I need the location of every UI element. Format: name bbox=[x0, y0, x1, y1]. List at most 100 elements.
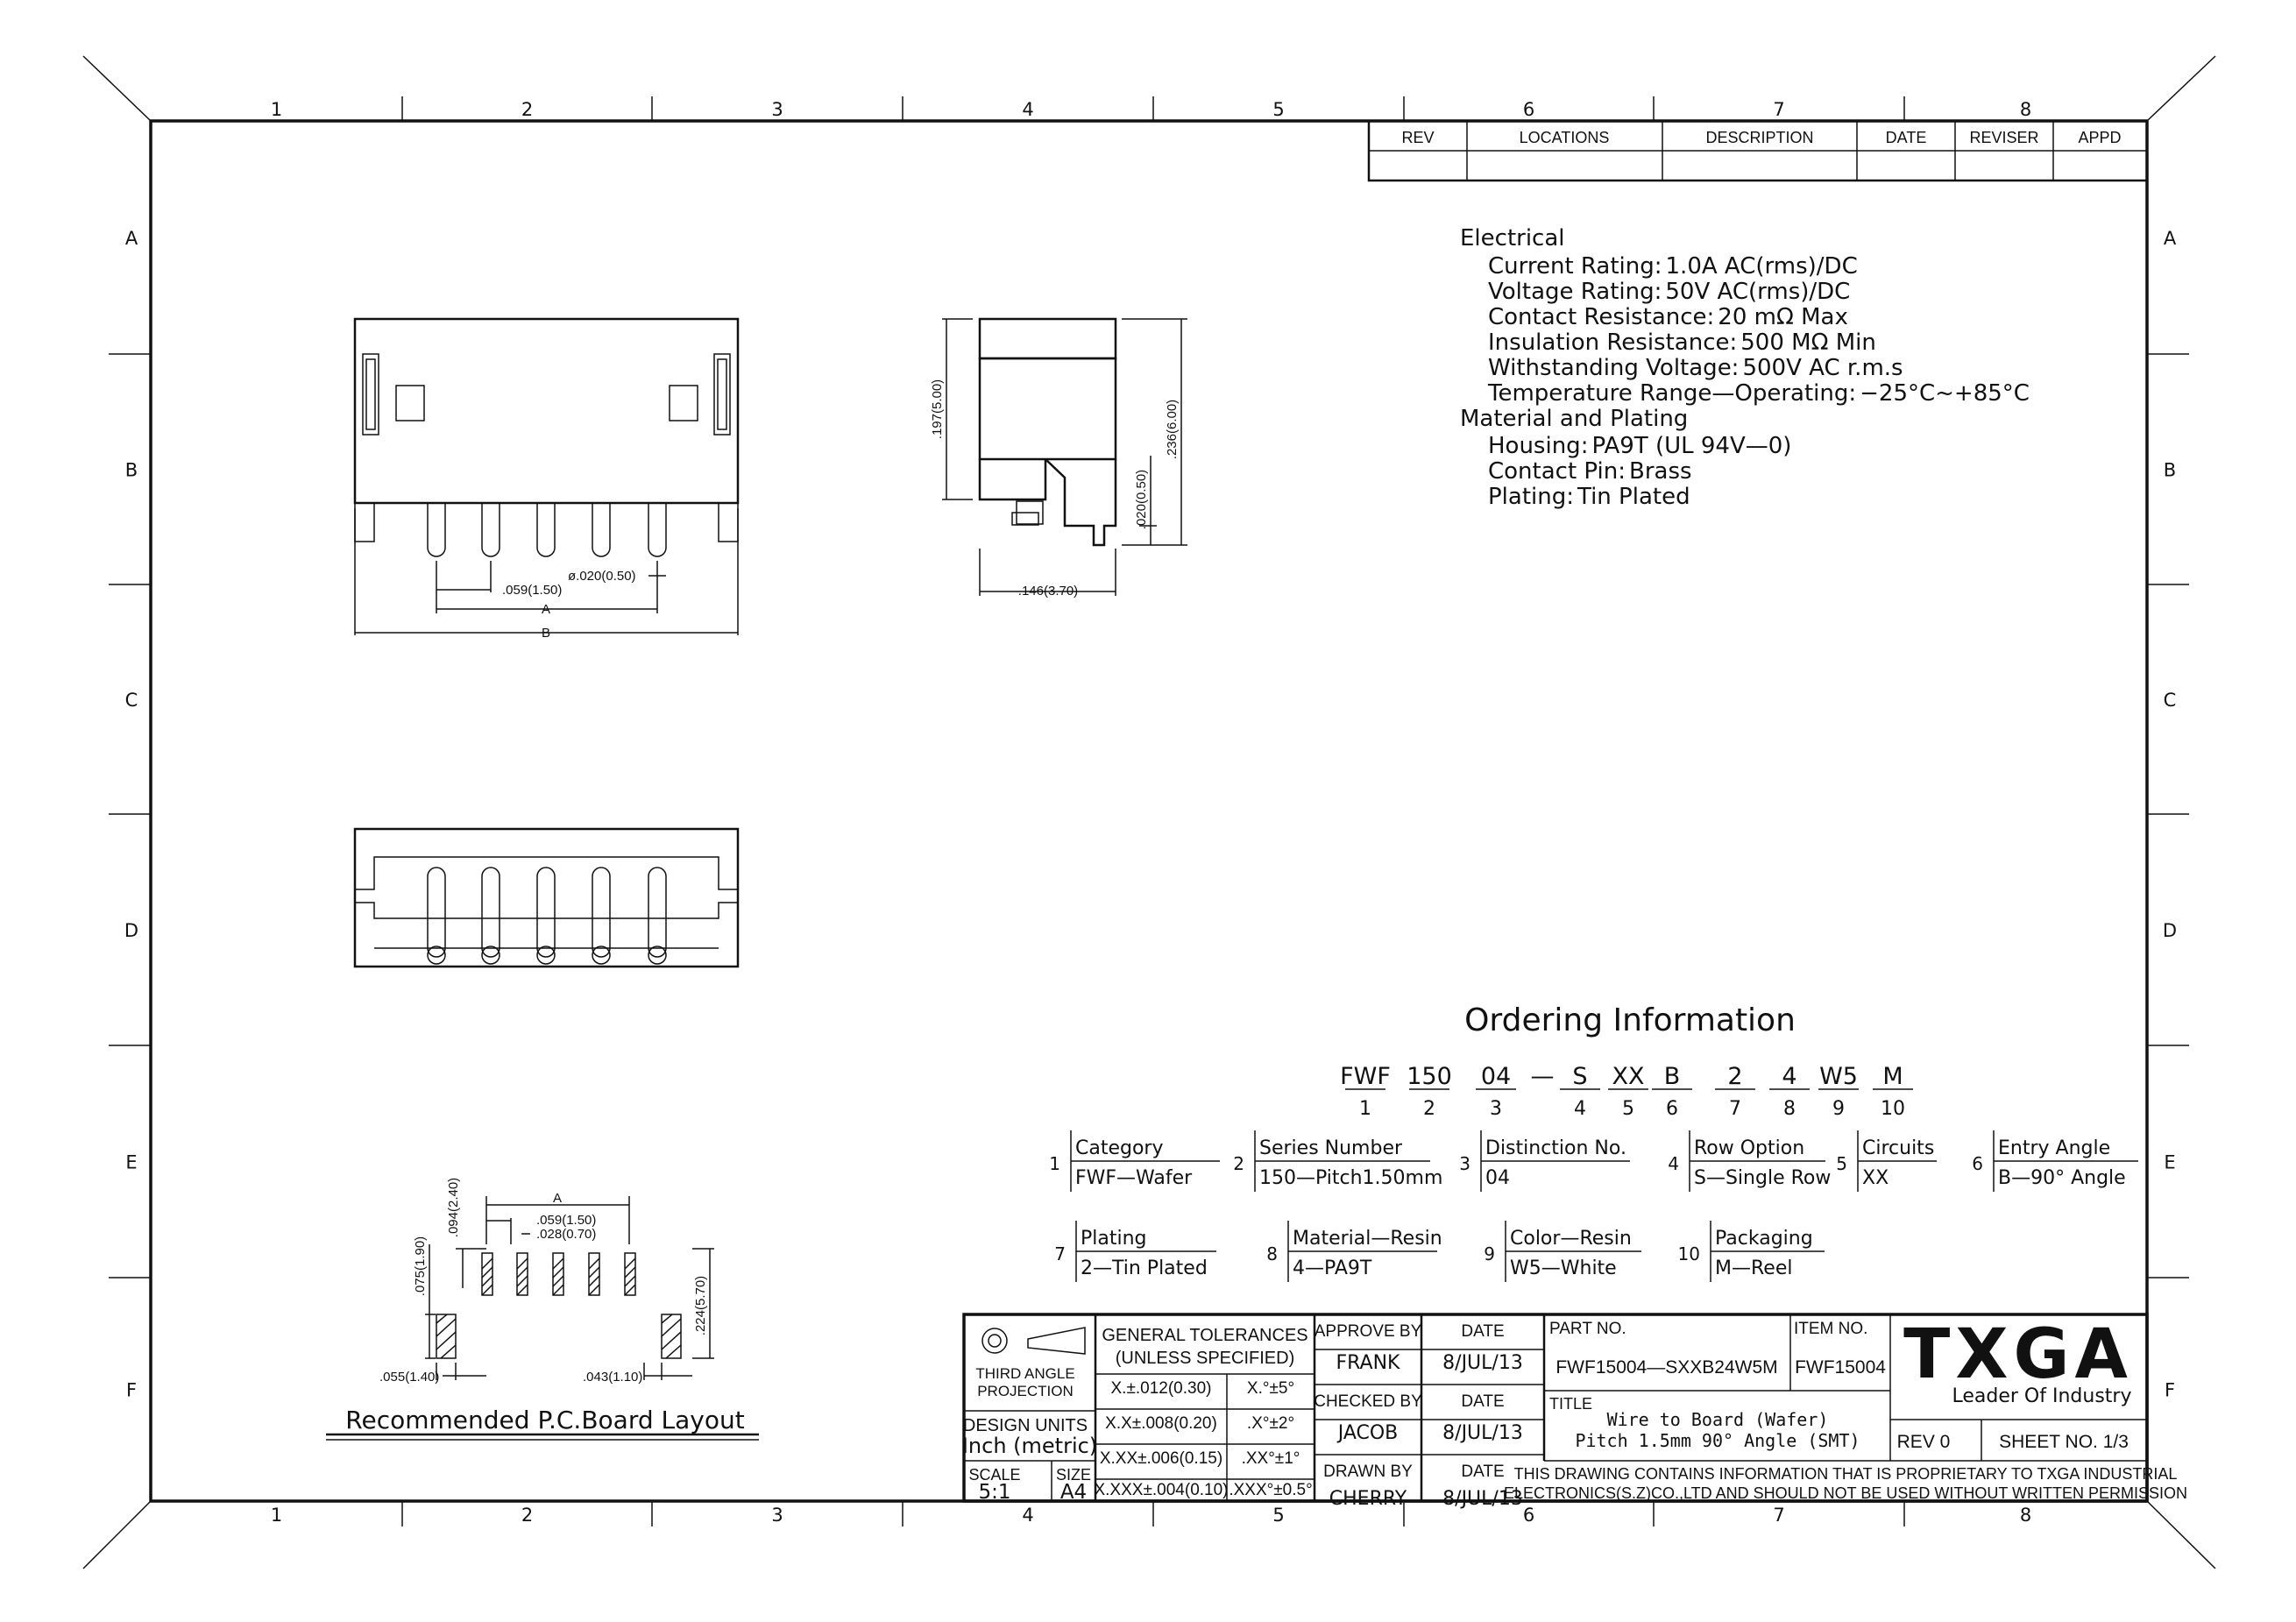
ordering-item-value: S—Single Row bbox=[1694, 1167, 1831, 1189]
row-label-left: A bbox=[125, 228, 138, 249]
ordering-code-part: W5 bbox=[1819, 1063, 1858, 1090]
contact-pin bbox=[536, 503, 556, 557]
ordering-code-number: 9 bbox=[1832, 1098, 1845, 1120]
rev-value: REV 0 bbox=[1897, 1432, 1951, 1452]
ordering-code-part: FWF bbox=[1340, 1063, 1391, 1090]
row-label-left: B bbox=[125, 460, 138, 481]
row-label-right: F bbox=[2165, 1380, 2175, 1401]
ordering-item-value: FWF—Wafer bbox=[1075, 1167, 1193, 1189]
pcb-mount-width-dimension: .055(1.40) bbox=[379, 1370, 439, 1385]
spec-row: Withstanding Voltage:500V AC r.m.s bbox=[1488, 355, 1903, 381]
proprietary-notice-2: ELECTRONICS(S.Z)CO.,LTD AND SHOULD NOT B… bbox=[1504, 1484, 2187, 1502]
side-pin-dimension: .020(0.50) bbox=[1134, 470, 1149, 529]
pcb-mount-height-dimension: .075(1.90) bbox=[413, 1236, 428, 1296]
column-label-top: 1 bbox=[271, 99, 282, 120]
contact-pin bbox=[481, 867, 500, 958]
spec-row: Temperature Range—Operating:−25°C~+85°C bbox=[1487, 380, 2030, 407]
ordering-item-title: Material—Resin bbox=[1293, 1228, 1442, 1250]
ordering-item-number: 5 bbox=[1836, 1153, 1847, 1174]
ordering-item-title: Color—Resin bbox=[1510, 1228, 1632, 1250]
ordering-code-number: 3 bbox=[1490, 1098, 1502, 1120]
spec-value: 20 mΩ Max bbox=[1718, 304, 1848, 330]
tolerance-angular: .XX°±1° bbox=[1242, 1449, 1300, 1468]
ordering-item-value: 2—Tin Plated bbox=[1081, 1257, 1208, 1279]
column-label-bottom: 4 bbox=[1022, 1505, 1033, 1526]
design-units-value: Inch (metric) bbox=[962, 1434, 1097, 1458]
contact-pin bbox=[592, 867, 611, 958]
column-label-bottom: 8 bbox=[2020, 1505, 2031, 1526]
contact-pin bbox=[481, 503, 500, 557]
pcb-layout-title: Recommended P.C.Board Layout bbox=[345, 1406, 744, 1434]
size-label: SIZE bbox=[1056, 1466, 1091, 1484]
spec-value: 500 MΩ Min bbox=[1740, 329, 1876, 356]
ordering-item-number: 1 bbox=[1049, 1153, 1060, 1174]
proprietary-notice-1: THIS DRAWING CONTAINS INFORMATION THAT I… bbox=[1514, 1465, 2178, 1483]
contact-pin bbox=[427, 503, 446, 557]
ordering-item: 8 Material—Resin 4—PA9T bbox=[1266, 1221, 1442, 1282]
row-label-left: C bbox=[125, 690, 138, 711]
signal-pad bbox=[552, 1252, 564, 1296]
side-height-dimension: .197(5.00) bbox=[930, 379, 945, 439]
ordering-code-number: 1 bbox=[1359, 1098, 1371, 1120]
ordering-item-value: 4—PA9T bbox=[1293, 1257, 1372, 1279]
company-logo: TXGA bbox=[1903, 1315, 2133, 1394]
title-line-2: Pitch 1.5mm 90° Angle (SMT) bbox=[1575, 1430, 1860, 1451]
ordering-item-number: 9 bbox=[1484, 1243, 1495, 1264]
row-label-right: B bbox=[2164, 460, 2176, 481]
item-no-label: ITEM NO. bbox=[1794, 1320, 1867, 1338]
dim-b-label: B bbox=[542, 626, 550, 641]
signal-pad bbox=[481, 1252, 493, 1296]
pcb-pitch-dimension: .059(1.50) bbox=[536, 1213, 596, 1228]
row-label-right: A bbox=[2164, 228, 2177, 249]
ordering-item-value: B—90° Angle bbox=[1998, 1167, 2126, 1189]
ordering-item-number: 2 bbox=[1233, 1153, 1244, 1174]
spec-value: Tin Plated bbox=[1577, 484, 1690, 510]
ordering-item-number: 7 bbox=[1054, 1243, 1066, 1264]
pcb-dim-a: A bbox=[553, 1191, 562, 1206]
side-depth-dimension: .146(3.70) bbox=[1018, 584, 1078, 599]
column-label-bottom: 1 bbox=[271, 1505, 282, 1526]
mount-pad-right bbox=[661, 1314, 682, 1359]
approval-label: DRAWN BY bbox=[1323, 1463, 1413, 1481]
approval-name: JACOB bbox=[1336, 1422, 1399, 1444]
row-label-left: F bbox=[126, 1380, 137, 1401]
contact-pin bbox=[648, 867, 667, 958]
approval-label: APPROVE BY bbox=[1315, 1322, 1422, 1341]
ordering-item-title: Packaging bbox=[1715, 1228, 1813, 1250]
ordering-item-title: Row Option bbox=[1694, 1137, 1804, 1159]
pcb-pad-height-dimension: .094(2.40) bbox=[446, 1178, 461, 1237]
ordering-item-value: XX bbox=[1862, 1167, 1889, 1189]
signal-pad bbox=[516, 1252, 528, 1296]
column-label-bottom: 2 bbox=[521, 1505, 533, 1526]
column-label-top: 2 bbox=[521, 99, 533, 120]
ordering-item-number: 10 bbox=[1678, 1243, 1700, 1264]
ordering-item-title: Category bbox=[1075, 1137, 1164, 1159]
row-label-right: E bbox=[2164, 1152, 2175, 1173]
item-no-value: FWF15004 bbox=[1795, 1357, 1886, 1378]
revision-header: DATE bbox=[1886, 129, 1927, 146]
approval-date-label: DATE bbox=[1461, 1322, 1504, 1341]
ordering-item-number: 8 bbox=[1266, 1243, 1278, 1264]
column-label-bottom: 5 bbox=[1272, 1505, 1284, 1526]
projection-label-2: PROJECTION bbox=[977, 1383, 1074, 1399]
contact-pin bbox=[427, 867, 446, 958]
approval-date-label: DATE bbox=[1461, 1392, 1504, 1411]
top-view bbox=[353, 827, 740, 968]
spec-label: Contact Resistance: bbox=[1488, 304, 1714, 330]
ordering-item-number: 3 bbox=[1459, 1153, 1470, 1174]
revision-header: DESCRIPTION bbox=[1705, 129, 1813, 146]
column-label-bottom: 6 bbox=[1523, 1505, 1534, 1526]
ordering-heading: Ordering Information bbox=[1464, 1002, 1796, 1038]
ordering-item-title: Circuits bbox=[1862, 1137, 1934, 1159]
row-label-right: C bbox=[2164, 690, 2177, 711]
ordering-code-number: 5 bbox=[1622, 1098, 1634, 1120]
column-label-top: 8 bbox=[2020, 99, 2031, 120]
tolerance-title-2: (UNLESS SPECIFIED) bbox=[1116, 1349, 1294, 1368]
ordering-item-title: Distinction No. bbox=[1485, 1137, 1626, 1159]
ordering-item-title: Plating bbox=[1081, 1228, 1147, 1250]
dim-a-label: A bbox=[542, 602, 550, 617]
